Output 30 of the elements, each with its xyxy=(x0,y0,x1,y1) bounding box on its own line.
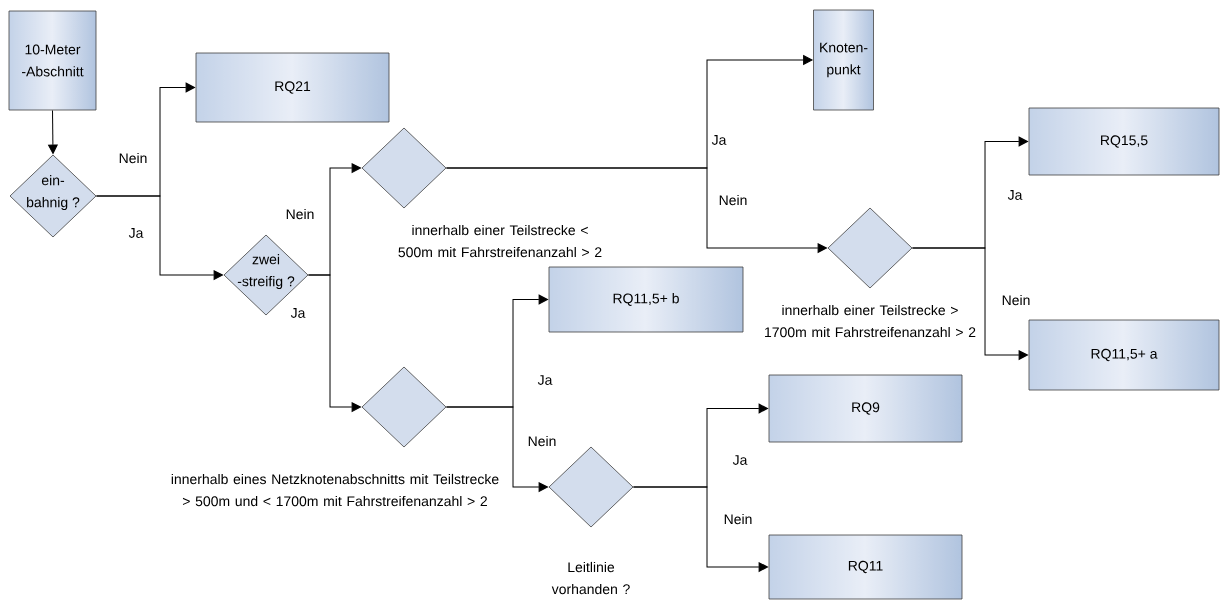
edge-label: Ja xyxy=(709,133,729,147)
process-box: Knoten- punkt xyxy=(813,9,874,111)
arrow xyxy=(307,274,361,412)
arrow xyxy=(632,486,768,572)
edge-label: Nein xyxy=(716,192,750,208)
edge-label: Nein xyxy=(283,206,317,222)
edge-label: Nein xyxy=(721,511,755,527)
arrow xyxy=(911,247,1028,360)
process-box: RQ11,5+ a xyxy=(1028,319,1220,391)
edge-label: Ja xyxy=(535,373,555,387)
edge-label: Nein xyxy=(116,150,150,166)
diamond-caption: innerhalb einer Teilstrecke < 500m mit Fahrstreifenanzahl > 2 xyxy=(398,224,602,258)
process-box: RQ21 xyxy=(195,52,390,123)
edge-label: Nein xyxy=(525,433,559,449)
process-box: RQ9 xyxy=(768,374,963,443)
process-box: RQ15,5 xyxy=(1028,107,1220,176)
process-box: RQ11 xyxy=(768,534,963,600)
process-box: RQ11,5+ b xyxy=(548,266,744,333)
edge-label: Ja xyxy=(126,226,146,240)
edge-label: Ja xyxy=(730,453,750,467)
arrow xyxy=(95,195,223,280)
edge-label: Nein xyxy=(999,292,1033,308)
process-box: 10-Meter -Abschnitt xyxy=(8,10,97,111)
arrow xyxy=(48,109,58,154)
diamond-caption: innerhalb eines Netzknotenabschnitts mit Teilstrecke > 500m und < 1700m mit Fahrstreifenanzahl > 2 xyxy=(171,473,499,507)
arrow xyxy=(445,167,827,253)
edge-label: Ja xyxy=(1005,188,1025,202)
diamond-caption: Leitlinie vorhanden ? xyxy=(551,561,630,595)
arrow xyxy=(445,406,548,492)
diamond-caption: innerhalb einer Teilstrecke > 1700m mit Fahrstreifenanzahl > 2 xyxy=(765,304,976,338)
